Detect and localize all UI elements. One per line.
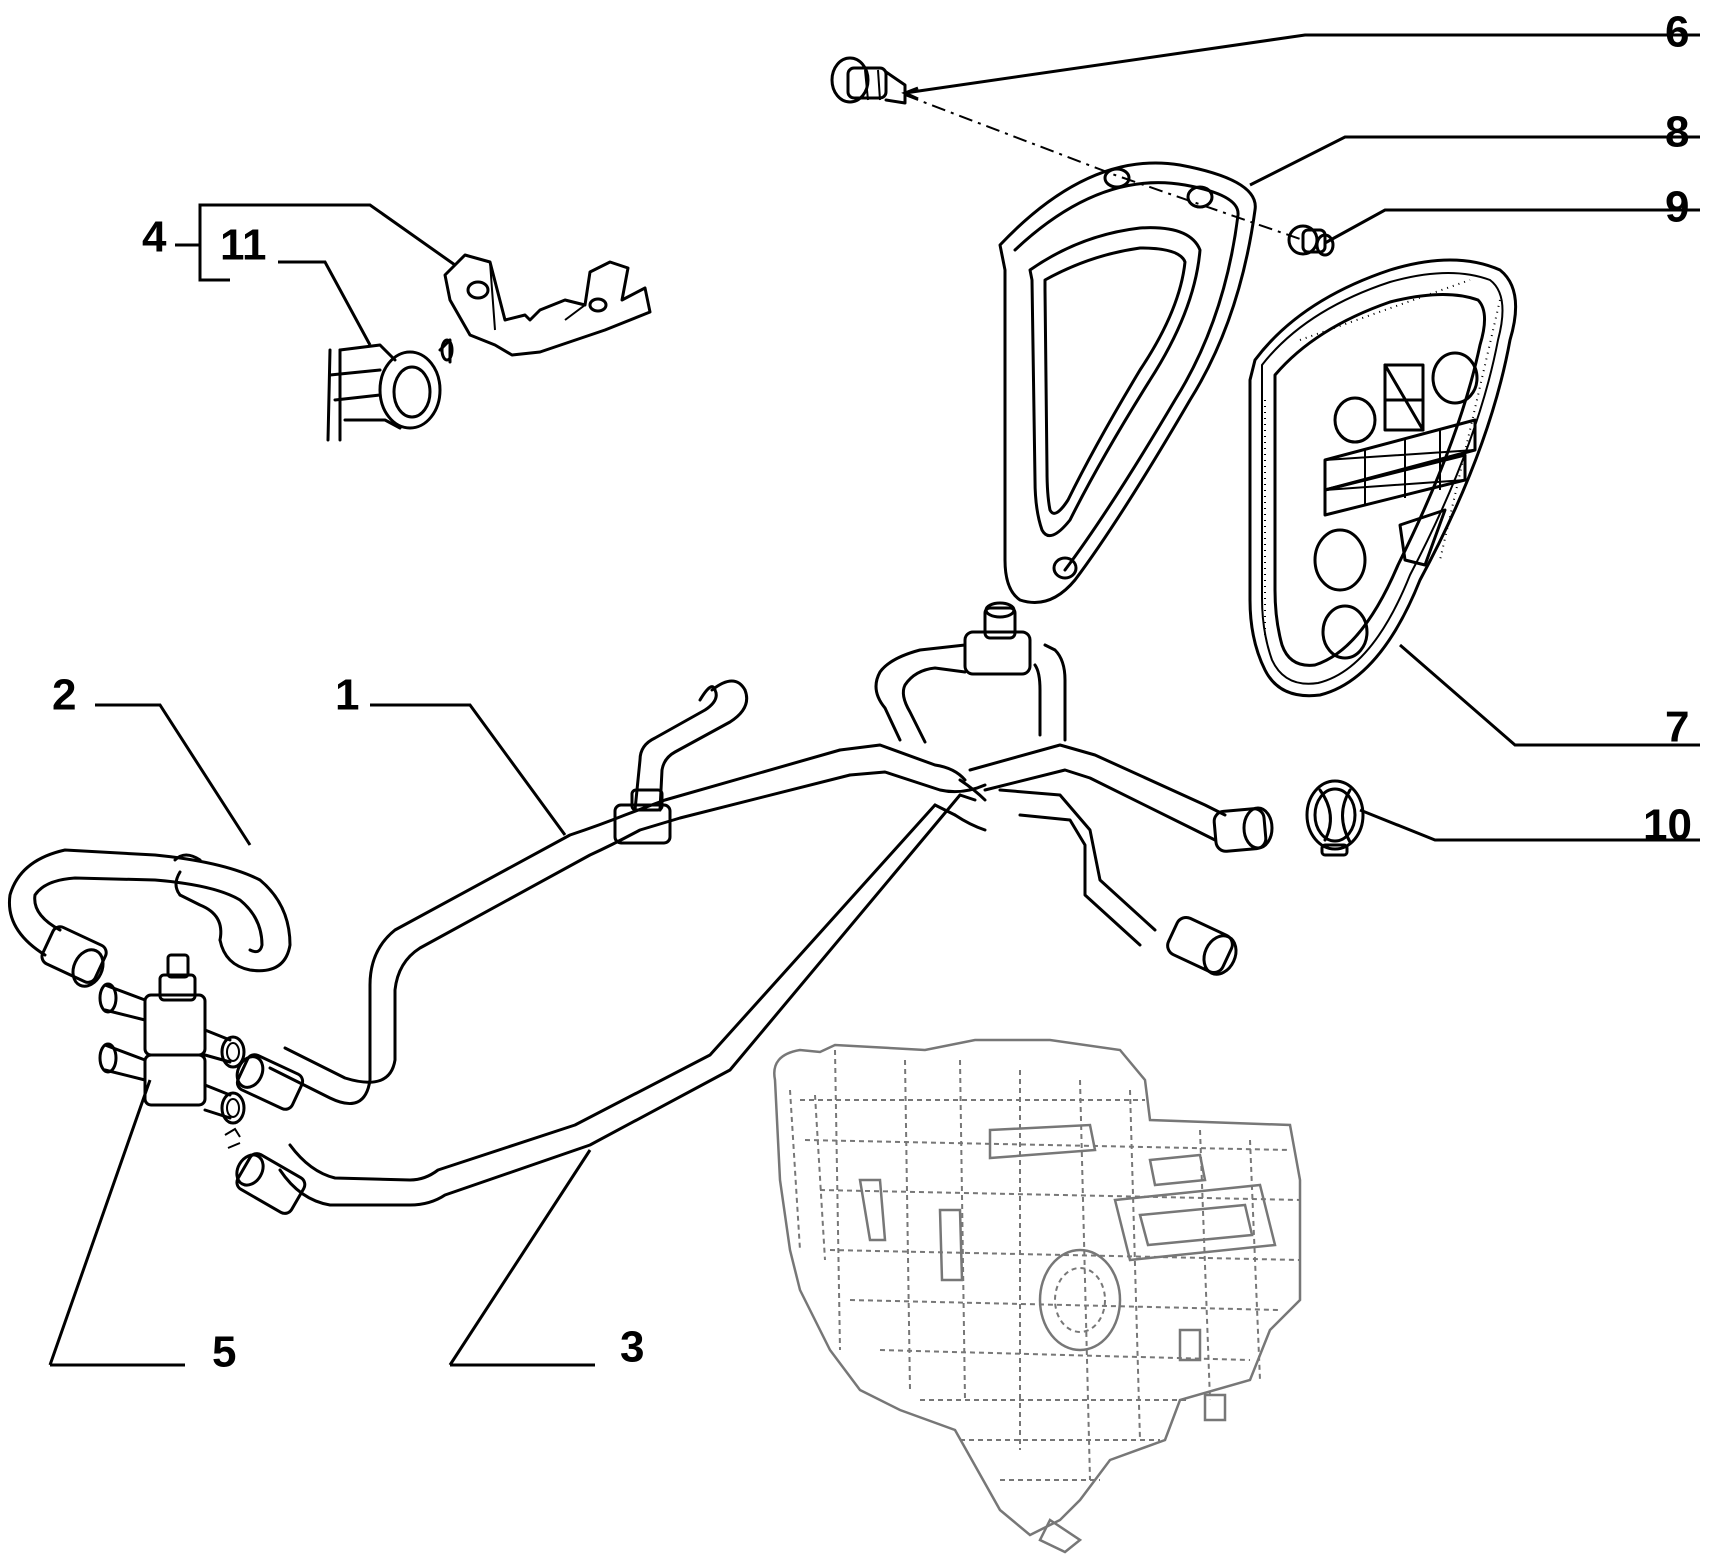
label-7: 7: [1665, 703, 1689, 752]
hose-3: [235, 793, 962, 1215]
label-11: 11: [220, 221, 267, 270]
heater-unit: [773, 1038, 1302, 1554]
screw: [830, 56, 907, 105]
hose-2: [7, 848, 292, 988]
label-10: 10: [1643, 801, 1692, 850]
label-8: 8: [1665, 108, 1689, 157]
cover-grille: [1248, 258, 1518, 698]
nut: [1287, 224, 1335, 257]
label-5: 5: [212, 1328, 236, 1377]
label-9: 9: [1665, 183, 1689, 232]
bracket: [443, 253, 652, 357]
callout-labels: 6 8 9 7 10 4 11 2 1 5 3: [52, 8, 1692, 1377]
label-6: 6: [1665, 8, 1689, 57]
label-4: 4: [142, 213, 167, 262]
hose-clip: [1305, 779, 1365, 857]
valve-block: [98, 953, 246, 1149]
leader-lines: [48, 33, 1700, 1367]
label-2: 2: [52, 671, 76, 720]
label-1: 1: [335, 671, 359, 720]
hose-1: [235, 679, 852, 1111]
pipe-branch: [838, 601, 1274, 976]
clamp: [326, 338, 454, 442]
gasket-plate: [998, 161, 1257, 604]
label-3: 3: [620, 1323, 644, 1372]
